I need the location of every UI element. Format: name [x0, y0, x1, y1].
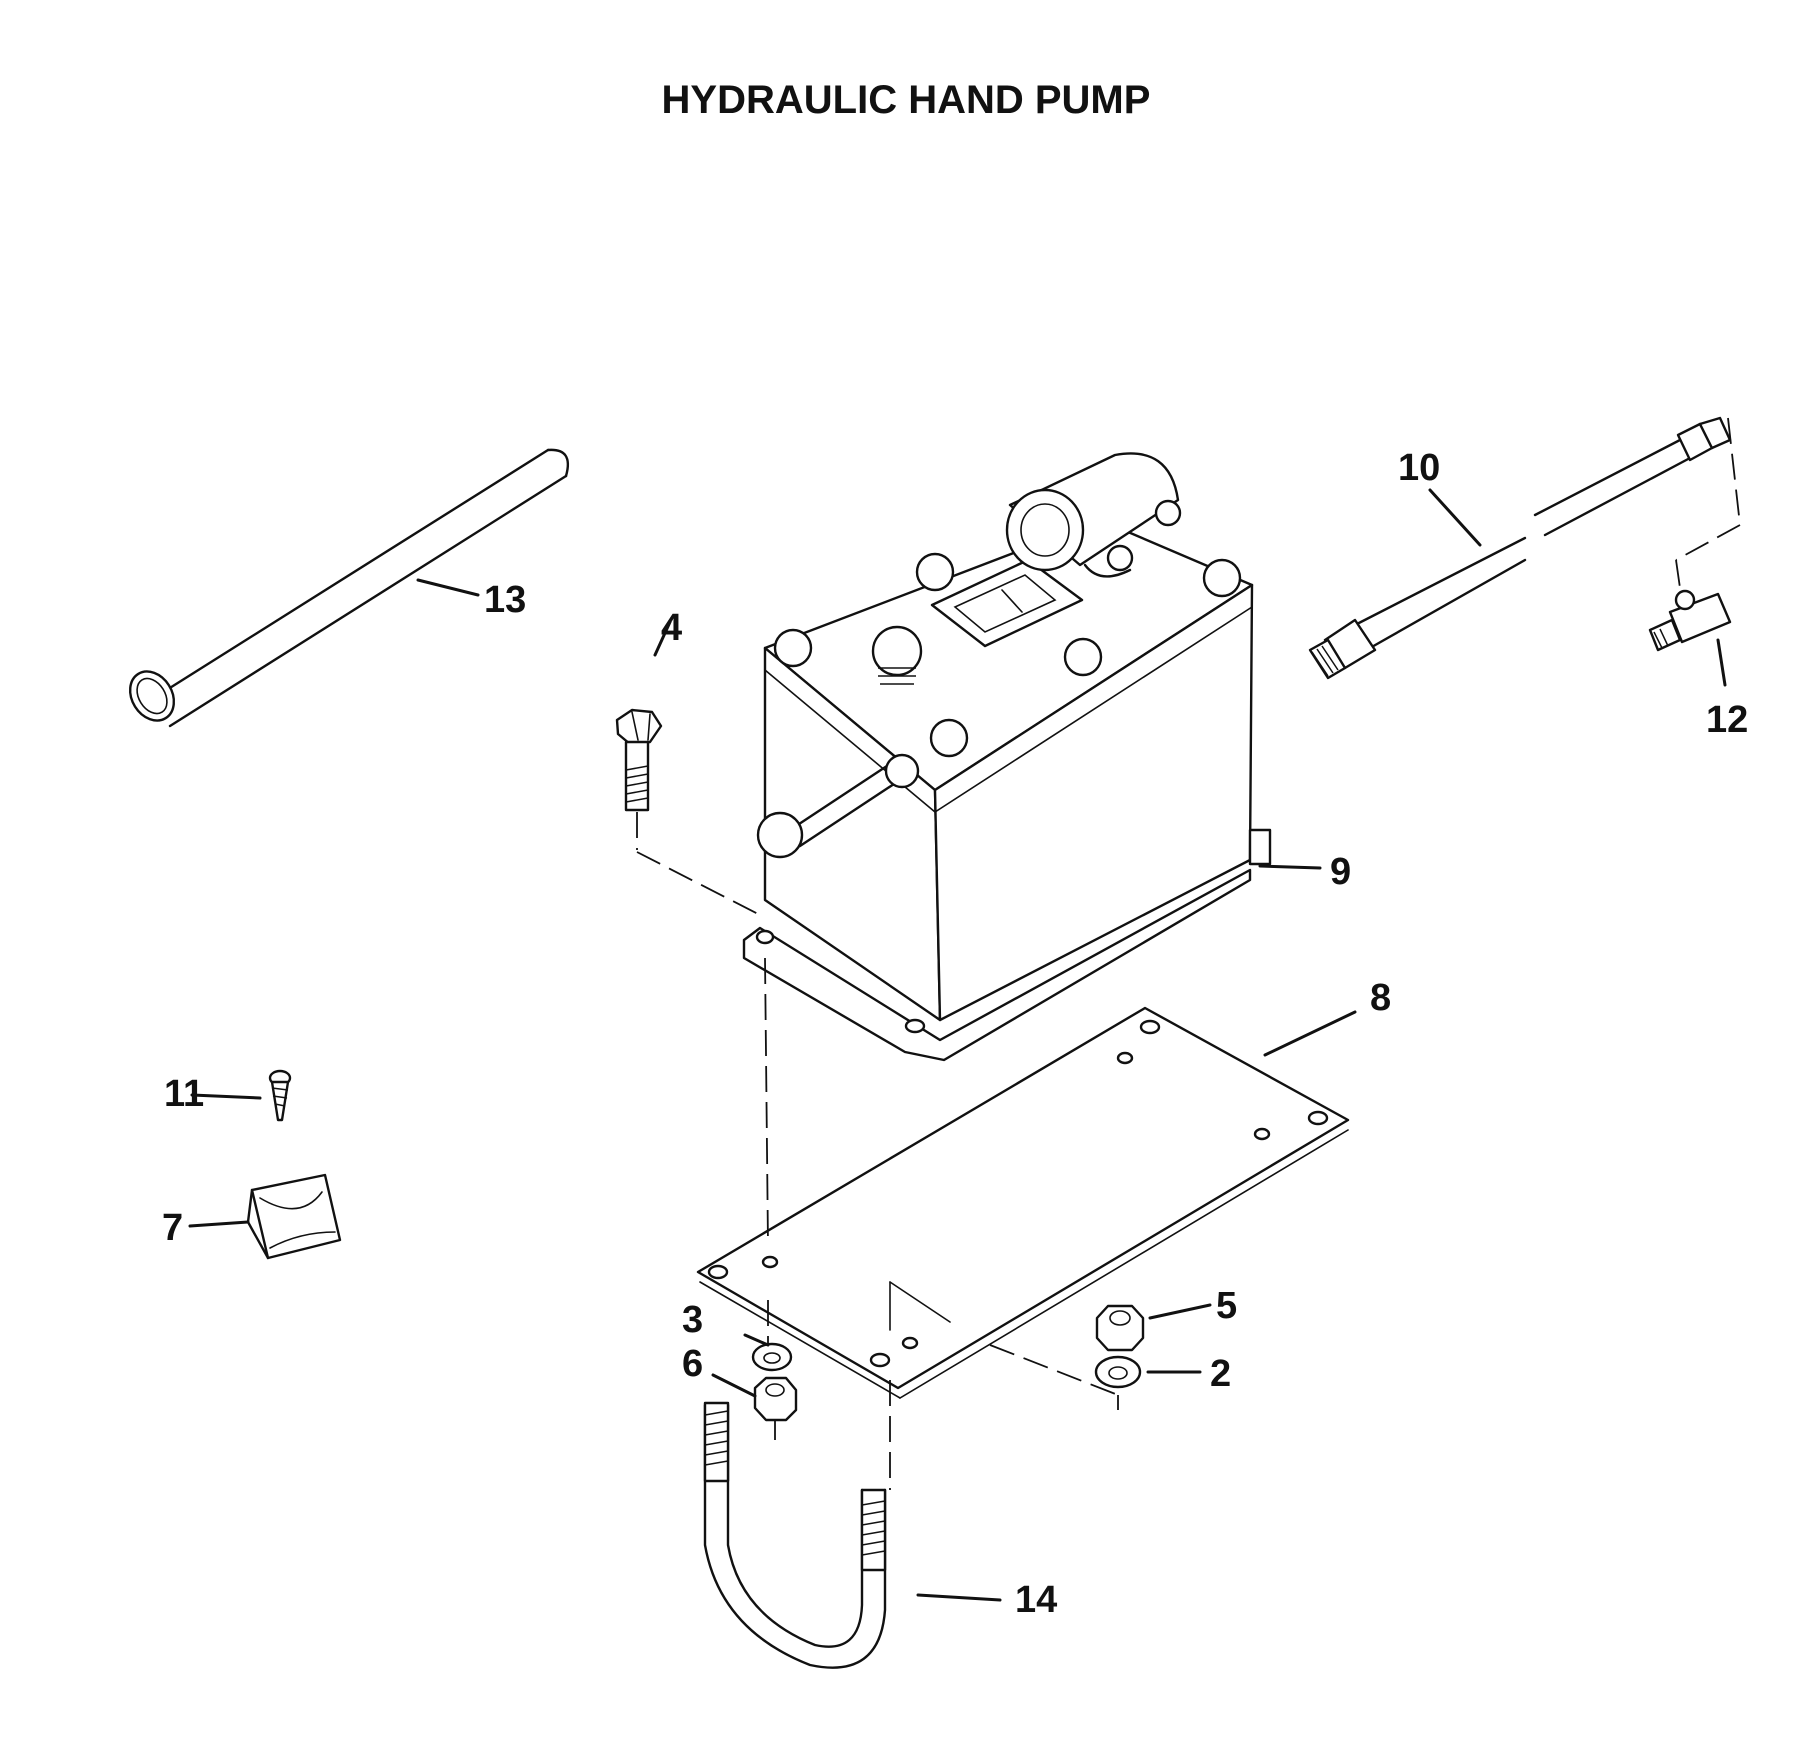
callout-labels: 13 4 10 12 9 8 11 7 5 2 3 6 14 — [162, 447, 1748, 1621]
cover-bolt-heads — [773, 552, 1242, 758]
nameplate — [930, 558, 1084, 648]
callout-12: 12 — [1706, 699, 1748, 741]
leader-lines — [188, 488, 1727, 1602]
part-8-mounting-plate — [696, 1006, 1350, 1399]
callout-6: 6 — [682, 1343, 703, 1385]
pump-cylinder — [1005, 452, 1182, 578]
part-11-screw — [268, 1069, 292, 1122]
callout-4: 4 — [661, 607, 682, 649]
callout-9: 9 — [1330, 851, 1351, 893]
callout-8: 8 — [1370, 977, 1391, 1019]
part-7-clip — [246, 1173, 342, 1260]
part-4-bolt — [615, 708, 761, 916]
callout-7: 7 — [162, 1207, 183, 1249]
part-12-fitting — [1648, 417, 1741, 652]
callout-13: 13 — [484, 579, 526, 621]
callout-11: 11 — [164, 1073, 204, 1115]
part-9-pump-body — [742, 452, 1272, 1062]
callout-10: 10 — [1398, 447, 1440, 489]
callout-5: 5 — [1216, 1285, 1237, 1327]
release-lever — [756, 753, 920, 859]
part-2-lock-washer — [1094, 1355, 1142, 1389]
part-5-nut — [1095, 1304, 1145, 1352]
part-3-lock-washer — [751, 1342, 793, 1372]
callout-14: 14 — [1015, 1579, 1057, 1621]
part-10-hose — [1308, 416, 1732, 680]
callout-2: 2 — [1210, 1353, 1231, 1395]
part-13-handle-tube — [128, 448, 570, 728]
part-6-nut — [753, 1376, 798, 1422]
alignment-lines — [764, 957, 1119, 1490]
part-14-u-bolt — [703, 1401, 887, 1669]
callout-3: 3 — [682, 1299, 703, 1341]
diagram-title: HYDRAULIC HAND PUMP — [661, 78, 1151, 122]
